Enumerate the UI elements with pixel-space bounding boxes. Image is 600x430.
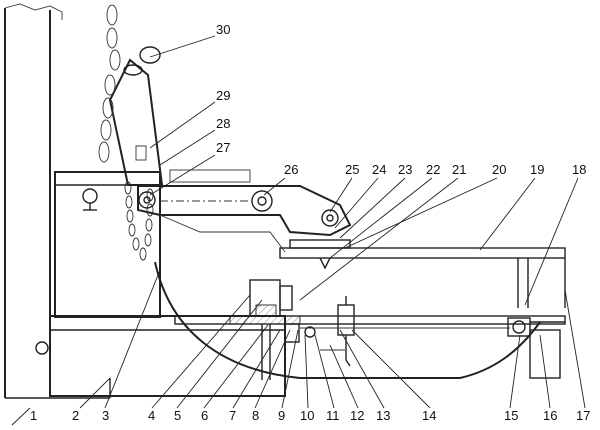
upper-housing <box>54 169 251 318</box>
callout-24: 24 <box>372 162 386 177</box>
callout-labels: 1 2 3 4 5 6 7 8 9 10 11 12 13 14 15 16 1… <box>30 22 590 423</box>
lever-arm <box>137 185 352 253</box>
callout-21: 21 <box>452 162 466 177</box>
callout-12: 12 <box>350 408 364 423</box>
callout-9: 9 <box>278 408 285 423</box>
callout-28: 28 <box>216 116 230 131</box>
safety-chain <box>124 181 154 261</box>
callout-16: 16 <box>543 408 557 423</box>
hoist-chain <box>98 4 161 163</box>
callout-10: 10 <box>300 408 314 423</box>
callout-27: 27 <box>216 140 230 155</box>
lifting-plate <box>108 58 164 186</box>
actuator-assembly <box>249 279 316 380</box>
callout-2: 2 <box>72 408 79 423</box>
vertical-column <box>4 3 63 398</box>
callout-1: 1 <box>30 408 37 423</box>
callout-6: 6 <box>201 408 208 423</box>
callout-3: 3 <box>102 408 109 423</box>
adjusting-bolt <box>320 296 355 367</box>
callout-20: 20 <box>492 162 506 177</box>
callout-5: 5 <box>174 408 181 423</box>
callout-23: 23 <box>398 162 412 177</box>
callout-7: 7 <box>229 408 236 423</box>
callout-13: 13 <box>376 408 390 423</box>
callout-11: 11 <box>326 408 340 423</box>
callout-18: 18 <box>572 162 586 177</box>
callout-17: 17 <box>576 408 590 423</box>
clamp-jaw <box>154 261 541 379</box>
callout-26: 26 <box>284 162 298 177</box>
callout-22: 22 <box>426 162 440 177</box>
callout-4: 4 <box>148 408 155 423</box>
base-frame <box>5 315 286 399</box>
callout-14: 14 <box>422 408 436 423</box>
callout-25: 25 <box>345 162 359 177</box>
upper-beam <box>279 239 566 308</box>
leader-lines <box>11 35 586 426</box>
callout-8: 8 <box>252 408 259 423</box>
callout-29: 29 <box>216 88 230 103</box>
lower-rail <box>174 315 566 379</box>
callout-19: 19 <box>530 162 544 177</box>
callout-15: 15 <box>504 408 518 423</box>
callout-30: 30 <box>216 22 230 37</box>
